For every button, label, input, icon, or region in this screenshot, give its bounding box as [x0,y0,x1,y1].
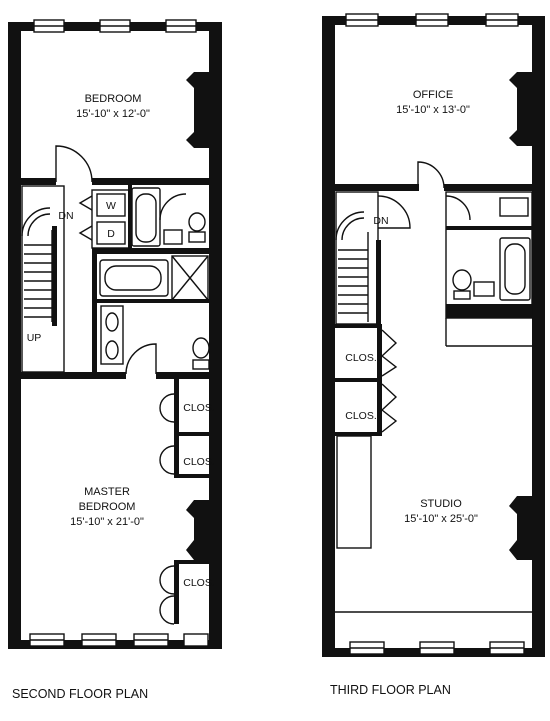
third-floor-bathroom [445,191,533,347]
bedroom-south-wall [8,178,56,185]
master-bedroom-north-wall [8,372,126,379]
third-floor-closet-label-1: CLOS. [345,352,377,364]
office-name: OFFICE [413,89,453,101]
laundry-closet [78,189,131,249]
studio-name: STUDIO [420,498,462,510]
office-fireplace [509,72,532,146]
second-floor-plan [8,19,222,649]
bedroom-door [55,145,93,183]
master-bedroom-name-line1: MASTER [84,486,130,498]
master-closets [159,379,209,625]
bedroom-name: BEDROOM [85,93,142,105]
office-south-wall-right [444,184,532,191]
second-floor-stair-up-label: UP [27,332,42,344]
third-floor-top-windows [345,13,519,27]
bedroom-fireplace [186,72,209,148]
master-bedroom-name-line2: BEDROOM [79,501,136,513]
second-floor-bottom-windows [29,633,209,647]
third-floor-bottom-windows [349,641,525,655]
dryer-label: D [107,228,115,240]
third-floor-right-wall [532,16,545,657]
master-fireplace [186,500,209,560]
second-floor-stair-down-label: DN [58,210,73,222]
second-floor-caption: SECOND FLOOR PLAN [12,687,148,701]
second-floor-left-wall [8,22,21,649]
third-floor-caption: THIRD FLOOR PLAN [330,683,451,697]
third-floor-stair [335,191,411,325]
third-floor-left-wall [322,16,335,657]
office-south-wall [335,184,419,191]
second-floor-right-wall [209,22,222,649]
master-bedroom-size: 15'-10" x 21'-0" [70,516,144,528]
washer-label: W [106,200,116,212]
office-door [417,161,445,189]
bedroom-south-wall-right [92,178,209,185]
master-bathroom [92,254,210,375]
third-floor-plan [322,13,545,657]
second-floor-top-windows [33,19,197,33]
closet-label-2: CLOS. [183,456,215,468]
bedroom-size: 15'-10" x 12'-0" [76,108,150,120]
closet-label-3: CLOS. [183,577,215,589]
hall-bathroom [92,185,209,254]
third-floor-closets [335,324,398,549]
studio-size: 15'-10" x 25'-0" [404,513,478,525]
third-floor-stair-down-label: DN [373,215,388,227]
third-floor-closet-label-2: CLOS. [345,410,377,422]
studio-fireplace [509,496,532,560]
office-size: 15'-10" x 13'-0" [396,104,470,116]
master-bedroom-north-wall-right [156,372,209,379]
closet-label-1: CLOS. [183,402,215,414]
